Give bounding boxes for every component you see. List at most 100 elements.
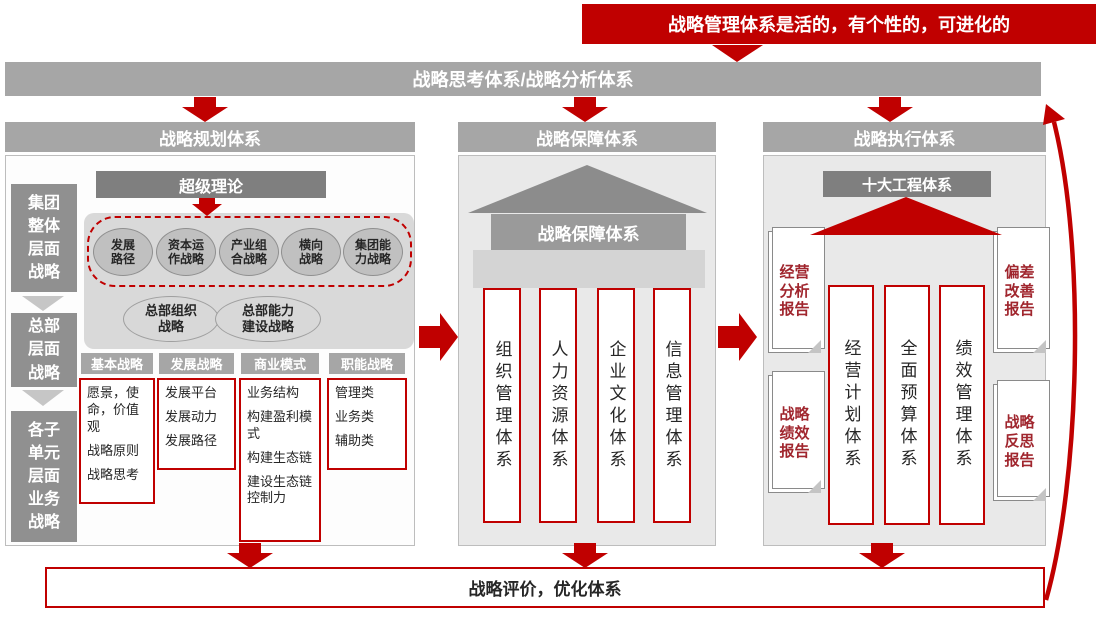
feedback-arrowhead-icon (1043, 104, 1065, 125)
group-strategy-ellipse: 资本运 作战略 (156, 228, 216, 276)
planning-panel: 集团 整体 层面 战略 总部 层面 战略 各子 单元 层面 业务 战略 超级理论… (5, 155, 415, 546)
functional-strategy-box: 管理类 业务类 辅助类 (327, 378, 407, 470)
strategy-item: 管理类 (335, 385, 375, 400)
column-header-basic: 基本战略 (81, 353, 153, 374)
down-arrow-icon (867, 97, 913, 122)
strategy-item: 发展平台 (165, 385, 218, 400)
planning-header-label: 战略规划体系 (159, 129, 261, 149)
strategy-item: 辅助类 (335, 432, 375, 448)
column-header-development: 发展战略 (159, 353, 234, 374)
doc-deviation-improvement-report: 偏差 改善 报告 (993, 227, 1050, 353)
pillar-label: 经营计划体系 (841, 339, 861, 471)
strategy-item: 建设生态链控制力 (247, 473, 313, 506)
down-arrow-icon (227, 543, 273, 568)
pillar-label: 全面预算体系 (897, 339, 917, 471)
super-theory-box: 超级理论 (96, 171, 326, 198)
execution-header: 战略执行体系 (763, 122, 1046, 152)
strategy-item: 发展动力 (165, 408, 218, 424)
strategy-item: 业务结构 (247, 385, 300, 400)
down-arrow-icon (859, 543, 905, 568)
thinking-analysis-label: 战略思考体系/战略分析体系 (412, 70, 634, 90)
pillar-organization-management: 组织管理体系 (483, 288, 521, 523)
pillar-corporate-culture: 企业文化体系 (597, 288, 635, 523)
ten-programs-box: 十大工程体系 (823, 171, 991, 197)
basic-strategy-box: 愿景，使命，价值观 战略原则 战略思考 (79, 378, 155, 504)
ellipse-label: 发展 路径 (110, 237, 135, 266)
top-banner: 战略管理体系是活的，有个性的，可进化的 (582, 4, 1096, 44)
super-theory-label: 超级理论 (178, 178, 243, 196)
column-header-label: 发展战略 (170, 357, 223, 372)
ten-programs-label: 十大工程体系 (861, 176, 952, 194)
column-header-business-model: 商业模式 (241, 353, 319, 374)
banner-pointer-icon (712, 45, 763, 62)
ellipse-label: 总部组织 战略 (144, 303, 197, 334)
column-header-functional: 职能战略 (329, 353, 405, 374)
temple-architrave (473, 250, 705, 288)
doc-label: 战略 反思 报告 (1004, 414, 1035, 469)
feedback-curve-arrow (1043, 121, 1078, 601)
group-strategy-ellipse: 产业组 合战略 (219, 228, 279, 276)
planning-header: 战略规划体系 (5, 122, 415, 152)
column-header-label: 基本战略 (90, 357, 143, 372)
evaluation-bar: 战略评价，优化体系 (45, 567, 1045, 608)
ellipse-label: 资本运 作战略 (167, 237, 204, 266)
hq-strategy-ellipse: 总部能力 建设战略 (215, 296, 321, 342)
strategy-item: 构建盈利模式 (247, 408, 313, 441)
strategy-item: 战略原则 (87, 442, 140, 458)
business-model-box: 业务结构 构建盈利模式 构建生态链 建设生态链控制力 (239, 378, 321, 542)
strategy-item: 构建生态链 (247, 449, 313, 465)
ellipse-label: 产业组 合战略 (230, 237, 267, 266)
temple-banner-label: 战略保障体系 (537, 224, 640, 244)
strategy-item: 战略思考 (87, 466, 140, 482)
group-strategies-frame (87, 216, 412, 287)
level-headquarters: 总部 层面 战略 (11, 313, 77, 387)
temple-banner: 战略保障体系 (491, 214, 686, 250)
pillar-information-management: 信息管理体系 (653, 288, 691, 523)
right-arrow-icon (419, 313, 458, 361)
pillar-label: 信息管理体系 (662, 339, 682, 472)
pillar-human-resources: 人力资源体系 (539, 288, 577, 523)
pillar-label: 组织管理体系 (492, 339, 512, 472)
pillar-label: 绩效管理体系 (952, 339, 972, 471)
doc-label: 战略 绩效 报告 (779, 405, 810, 461)
doc-strategic-reflection-report: 战略 反思 报告 (993, 380, 1050, 501)
pillar-business-plan: 经营计划体系 (828, 285, 874, 525)
level-label: 总部 层面 战略 (27, 318, 60, 382)
ellipse-label: 横向 战略 (298, 237, 323, 266)
level-subunit-business: 各子 单元 层面 业务 战略 (11, 411, 77, 542)
down-arrow-icon (182, 97, 228, 122)
group-strategy-ellipse: 发展 路径 (93, 228, 153, 276)
thinking-analysis-bar: 战略思考体系/战略分析体系 (5, 62, 1041, 96)
ellipse-label: 集团能 力战略 (354, 237, 391, 266)
doc-label: 经营 分析 报告 (779, 263, 810, 319)
hq-strategy-ellipse: 总部组织 战略 (123, 296, 219, 342)
guarantee-panel: 战略保障体系 组织管理体系 人力资源体系 企业文化体系 信息管理体系 (458, 155, 716, 546)
strategy-item: 发展路径 (165, 432, 218, 448)
down-arrow-icon (562, 543, 608, 568)
evaluation-bar-label: 战略评价，优化体系 (468, 580, 622, 599)
top-banner-text: 战略管理体系是活的，有个性的，可进化的 (668, 15, 1010, 35)
doc-label: 偏差 改善 报告 (1004, 263, 1035, 319)
group-strategy-ellipse: 集团能 力战略 (343, 228, 403, 276)
column-header-label: 商业模式 (253, 357, 306, 372)
pillar-comprehensive-budget: 全面预算体系 (884, 285, 930, 525)
pillar-performance-management: 绩效管理体系 (939, 285, 985, 525)
guarantee-header: 战略保障体系 (458, 122, 716, 152)
right-arrow-icon (718, 313, 757, 361)
doc-business-analysis-report: 经营 分析 报告 (768, 227, 825, 353)
level-label: 集团 整体 层面 战略 (27, 194, 60, 282)
strategy-item: 愿景，使命，价值观 (87, 385, 140, 434)
level-group-overall: 集团 整体 层面 战略 (11, 184, 77, 292)
pillar-label: 人力资源体系 (548, 339, 568, 472)
guarantee-header-label: 战略保障体系 (536, 129, 638, 149)
execution-panel: 十大工程体系 经营计划体系 全面预算体系 绩效管理体系 经营 分析 报告 战略 … (763, 155, 1050, 546)
group-strategy-ellipse: 横向 战略 (281, 228, 341, 276)
pillar-label: 企业文化体系 (606, 339, 626, 472)
strategy-item: 业务类 (335, 408, 375, 424)
doc-strategic-performance-report: 战略 绩效 报告 (768, 371, 825, 493)
column-header-label: 职能战略 (340, 357, 393, 372)
development-strategy-box: 发展平台 发展动力 发展路径 (157, 378, 236, 470)
down-arrow-icon (562, 97, 608, 122)
execution-header-label: 战略执行体系 (853, 129, 956, 149)
